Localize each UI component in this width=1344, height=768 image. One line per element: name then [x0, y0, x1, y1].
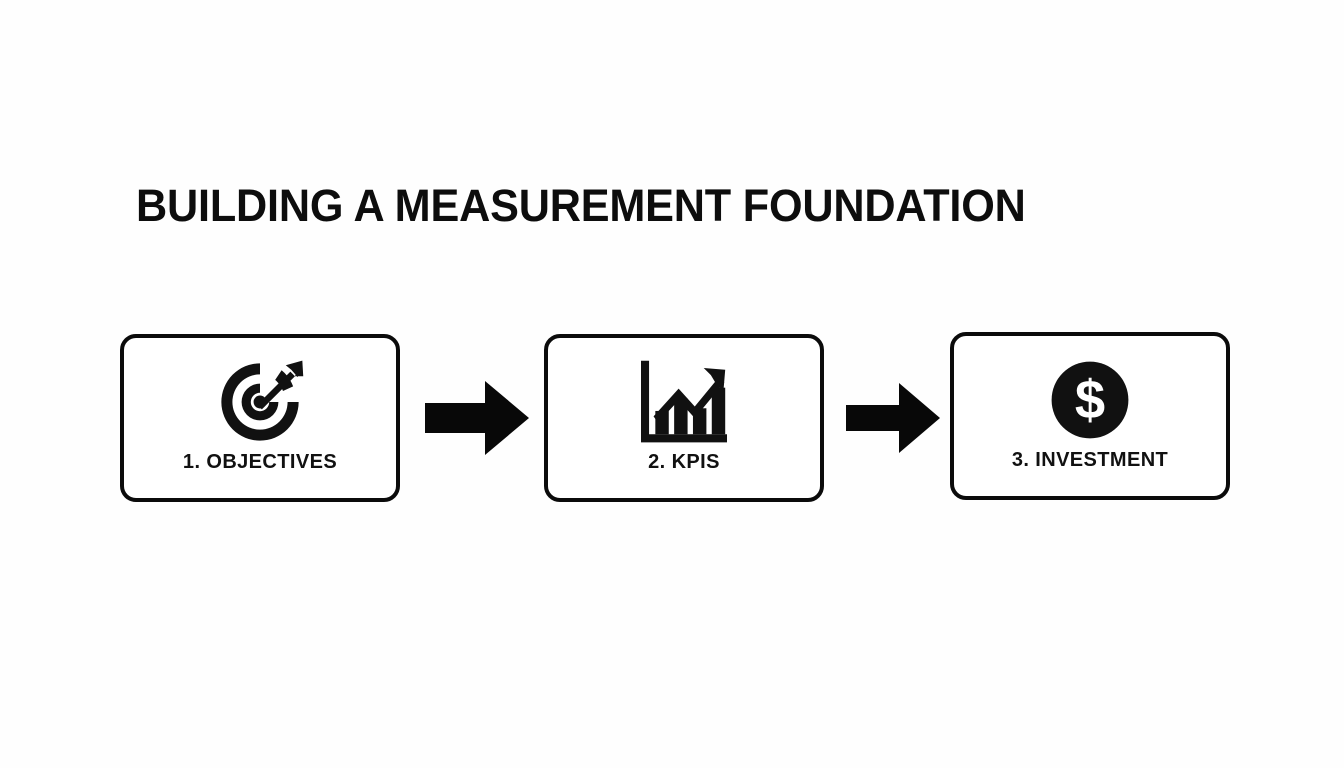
svg-text:$: $: [1075, 370, 1105, 431]
step-card-label: 1. OBJECTIVES: [182, 451, 338, 473]
step-card-label: 2. KPIS: [648, 451, 720, 473]
step-card-objectives[interactable]: 1. OBJECTIVES: [120, 334, 400, 502]
step-card-investment[interactable]: $ 3. INVESTMENT: [950, 332, 1230, 500]
step-card-kpis[interactable]: 2. KPIS: [544, 334, 824, 502]
arrow-right-icon: [425, 381, 529, 455]
bar-chart-growth-icon: [548, 356, 820, 448]
step-card-label: 3. INVESTMENT: [1011, 449, 1169, 471]
arrow-right-icon: [846, 381, 950, 455]
page-title: BUILDING A MEASUREMENT FOUNDATION: [136, 180, 1026, 231]
target-arrow-icon: [124, 356, 396, 448]
process-flow: 1. OBJECTIVES: [120, 332, 1230, 504]
dollar-coin-icon: $: [954, 354, 1226, 446]
